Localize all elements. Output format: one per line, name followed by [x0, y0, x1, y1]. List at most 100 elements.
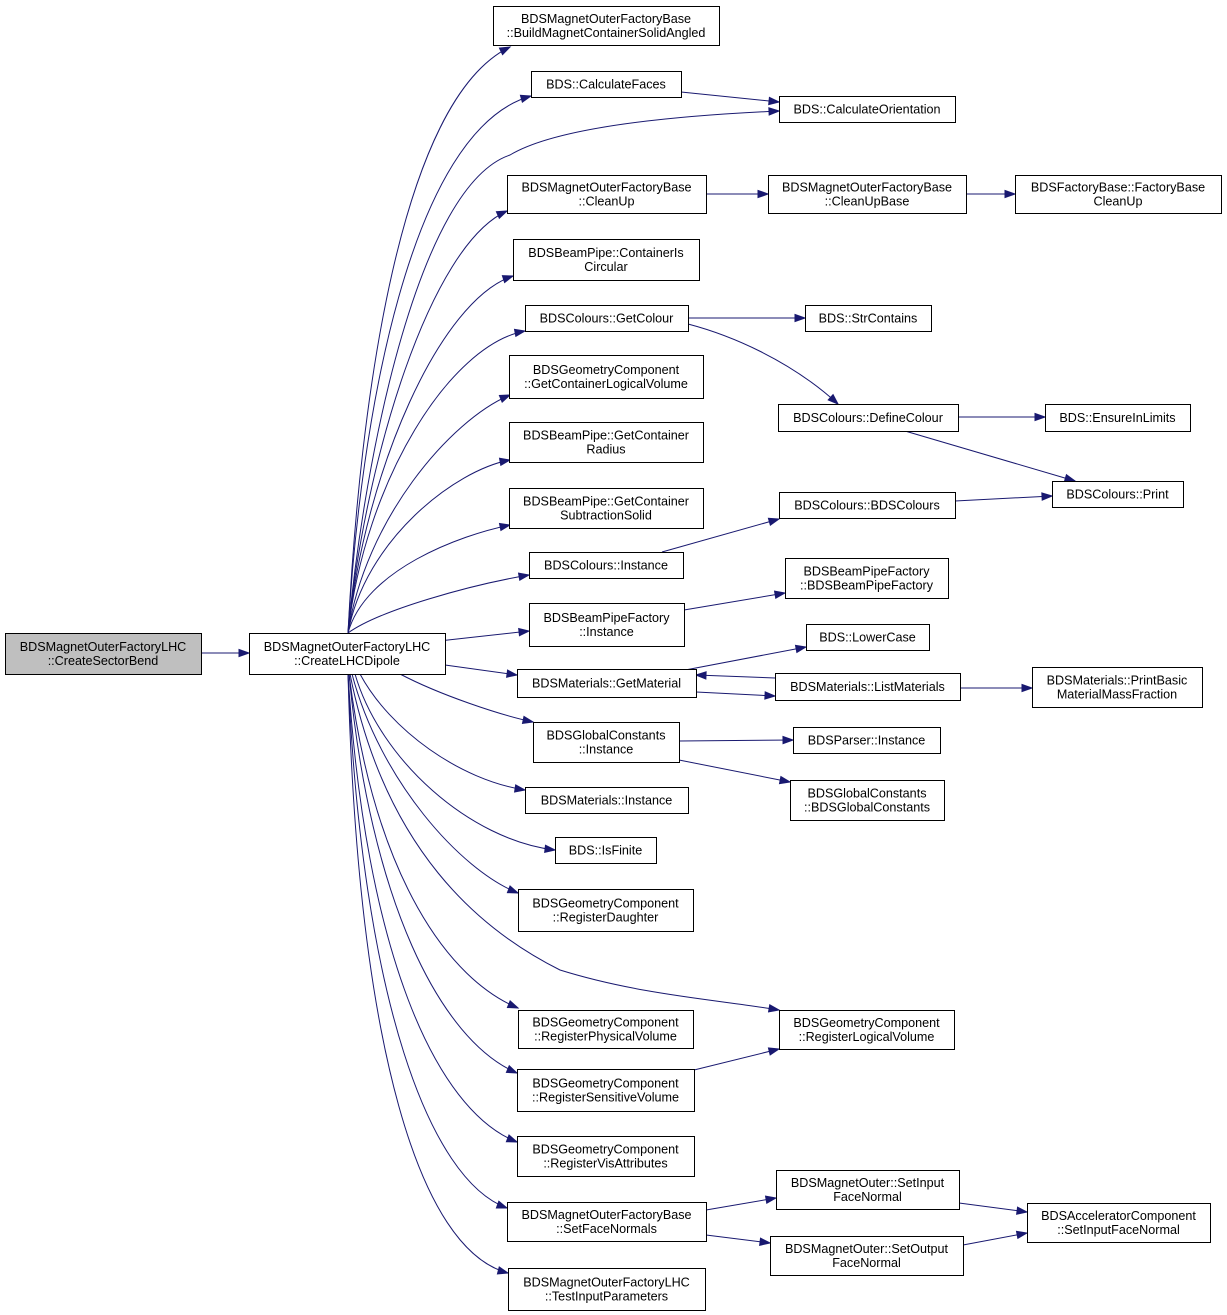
node-box	[525, 787, 689, 814]
node-box	[509, 488, 704, 529]
node-label-line: BDSGlobalConstants	[546, 729, 665, 743]
arrowhead-gcinstance-to-gcctor	[778, 775, 792, 785]
node-cleanupbase[interactable]: BDSMagnetOuterFactoryBase::CleanUpBase	[768, 175, 967, 214]
node-regphysvol[interactable]: BDSGeometryComponent::RegisterPhysicalVo…	[518, 1010, 694, 1049]
node-label-line: ::CleanUpBase	[825, 195, 910, 209]
node-label-line: ::CleanUp	[578, 195, 634, 209]
arrowhead-getcolour-to-definecolour	[827, 393, 840, 405]
node-label-line: BDSGeometryComponent	[532, 1143, 679, 1157]
edge-setfacenormals-to-setoutputface	[705, 1234, 771, 1244]
node-getmaterial[interactable]: BDSMaterials::GetMaterial	[517, 669, 697, 698]
node-box	[518, 889, 694, 932]
arrowhead-cleanup-to-cleanupbase	[757, 189, 770, 199]
node-box	[806, 624, 930, 651]
node-box	[517, 1069, 695, 1112]
node-testinput[interactable]: BDSMagnetOuterFactoryLHC::TestInputParam…	[508, 1268, 706, 1311]
arrowhead-lhcdipole-to-setfacenormals	[495, 1200, 509, 1209]
node-box	[529, 603, 685, 647]
node-label-line: BDSAcceleratorComponent	[1041, 1209, 1196, 1223]
node-setinputface[interactable]: BDSMagnetOuter::SetInputFaceNormal	[776, 1170, 960, 1210]
node-label-line: BDS::CalculateFaces	[546, 78, 666, 92]
edge-lhcdipole-to-getcontlogvol	[347, 394, 511, 634]
node-box	[1052, 481, 1184, 508]
node-getcontsub[interactable]: BDSBeamPipe::GetContainerSubtractionSoli…	[509, 488, 704, 529]
node-label-line: ::Instance	[579, 625, 634, 639]
node-box	[529, 552, 684, 579]
arrowhead-bdscolours-to-colprint	[1041, 492, 1054, 501]
node-box	[805, 305, 932, 332]
node-listmaterials[interactable]: BDSMaterials::ListMaterials	[775, 673, 961, 701]
arrowhead-lhcdipole-to-gcinstance	[521, 715, 535, 725]
node-label-line: ::GetContainerLogicalVolume	[524, 377, 688, 391]
arrowhead-root-to-lhcdipole	[238, 648, 251, 658]
edge-lhcdipole-to-bpfinstance	[429, 630, 530, 643]
node-box	[508, 1268, 706, 1311]
arrowhead-lhcdipole-to-regdaughter	[506, 885, 520, 894]
node-regdaughter[interactable]: BDSGeometryComponent::RegisterDaughter	[518, 889, 694, 932]
node-box	[518, 1010, 694, 1049]
node-parserinstance[interactable]: BDSParser::Instance	[793, 727, 941, 754]
node-reglogvol[interactable]: BDSGeometryComponent::RegisterLogicalVol…	[779, 1010, 955, 1050]
node-label-line: BDSColours::Instance	[544, 559, 668, 573]
node-lhcdipole[interactable]: BDSMagnetOuterFactoryLHC::CreateLHCDipol…	[249, 633, 446, 675]
node-label-line: ::BuildMagnetContainerSolidAngled	[507, 26, 706, 40]
node-regvisattr[interactable]: BDSGeometryComponent::RegisterVisAttribu…	[517, 1136, 695, 1177]
node-bdscolours[interactable]: BDSColours::BDSColours	[779, 492, 956, 519]
node-bpfctor[interactable]: BDSBeamPipeFactory::BDSBeamPipeFactory	[785, 558, 949, 599]
arrowhead-colinstance-to-bdscolours	[767, 517, 781, 526]
node-label-line: ::RegisterPhysicalVolume	[534, 1030, 677, 1044]
node-gcctor[interactable]: BDSGlobalConstants::BDSGlobalConstants	[790, 780, 945, 821]
node-printbasic[interactable]: BDSMaterials::PrintBasicMaterialMassFrac…	[1032, 667, 1203, 708]
node-label-line: ::TestInputParameters	[545, 1290, 668, 1304]
node-box	[555, 837, 657, 864]
arrowhead-lhcdipole-to-regvisattr	[505, 1134, 519, 1143]
node-isfinite[interactable]: BDS::IsFinite	[555, 837, 657, 864]
node-definecolour[interactable]: BDSColours::DefineColour	[778, 404, 959, 432]
node-colinstance[interactable]: BDSColours::Instance	[529, 552, 684, 579]
node-label-line: BDS::StrContains	[819, 312, 918, 326]
node-box	[790, 780, 945, 821]
node-getcolour[interactable]: BDSColours::GetColour	[525, 305, 689, 332]
node-box	[779, 1010, 955, 1050]
edge-regsensvol-to-reglogvol	[689, 1048, 780, 1072]
arrowhead-getmaterial-to-lowercase	[794, 644, 808, 654]
node-root[interactable]: BDSMagnetOuterFactoryLHC::CreateSectorBe…	[5, 633, 202, 675]
node-lowercase[interactable]: BDS::LowerCase	[806, 624, 930, 651]
node-calcfaces[interactable]: BDS::CalculateFaces	[531, 71, 682, 98]
node-matinstance[interactable]: BDSMaterials::Instance	[525, 787, 689, 814]
node-setfacenormals[interactable]: BDSMagnetOuterFactoryBase::SetFaceNormal…	[507, 1202, 707, 1242]
arrowhead-listmaterials-to-getmaterial	[694, 671, 707, 680]
node-label-line: ::RegisterDaughter	[553, 911, 659, 925]
node-ensureinlimits[interactable]: BDS::EnsureInLimits	[1045, 404, 1191, 432]
edge-bpfinstance-to-bpfctor	[683, 592, 786, 611]
node-strcontains[interactable]: BDS::StrContains	[805, 305, 932, 332]
node-getcontlogvol[interactable]: BDSGeometryComponent::GetContainerLogica…	[509, 355, 704, 399]
node-label-line: BDSGeometryComponent	[793, 1016, 940, 1030]
arrowhead-definecolour-to-ensureinlimits	[1034, 412, 1047, 422]
node-accsetinput[interactable]: BDSAcceleratorComponent::SetInputFaceNor…	[1027, 1203, 1211, 1243]
node-colprint[interactable]: BDSColours::Print	[1052, 481, 1184, 508]
node-label-line: BDS::CalculateOrientation	[794, 103, 941, 117]
node-label-line: BDSColours::BDSColours	[794, 499, 940, 513]
node-buildangled[interactable]: BDSMagnetOuterFactoryBase::BuildMagnetCo…	[493, 6, 720, 46]
edge-calcfaces-to-calcorient	[680, 91, 780, 103]
arrowhead-lhcdipole-to-getcontlogvol	[498, 394, 512, 404]
node-regsensvol[interactable]: BDSGeometryComponent::RegisterSensitiveV…	[517, 1069, 695, 1112]
node-cleanup[interactable]: BDSMagnetOuterFactoryBase::CleanUp	[507, 175, 707, 214]
edge-definecolour-to-colprint	[904, 430, 1076, 482]
node-calcorient[interactable]: BDS::CalculateOrientation	[779, 96, 956, 123]
edge-setoutputface-to-accsetinput	[962, 1232, 1028, 1246]
arrowhead-lhcdipole-to-containercircular	[501, 275, 515, 284]
edge-lhcdipole-to-regsensvol	[348, 673, 518, 1074]
node-label-line: FaceNormal	[833, 1190, 902, 1204]
node-label-line: ::RegisterLogicalVolume	[799, 1030, 935, 1044]
node-bpfinstance[interactable]: BDSBeamPipeFactory::Instance	[529, 603, 685, 647]
edge-getcolour-to-definecolour	[687, 323, 839, 405]
node-gcinstance[interactable]: BDSGlobalConstants::Instance	[533, 722, 680, 763]
node-label-line: ::SetFaceNormals	[556, 1222, 657, 1236]
